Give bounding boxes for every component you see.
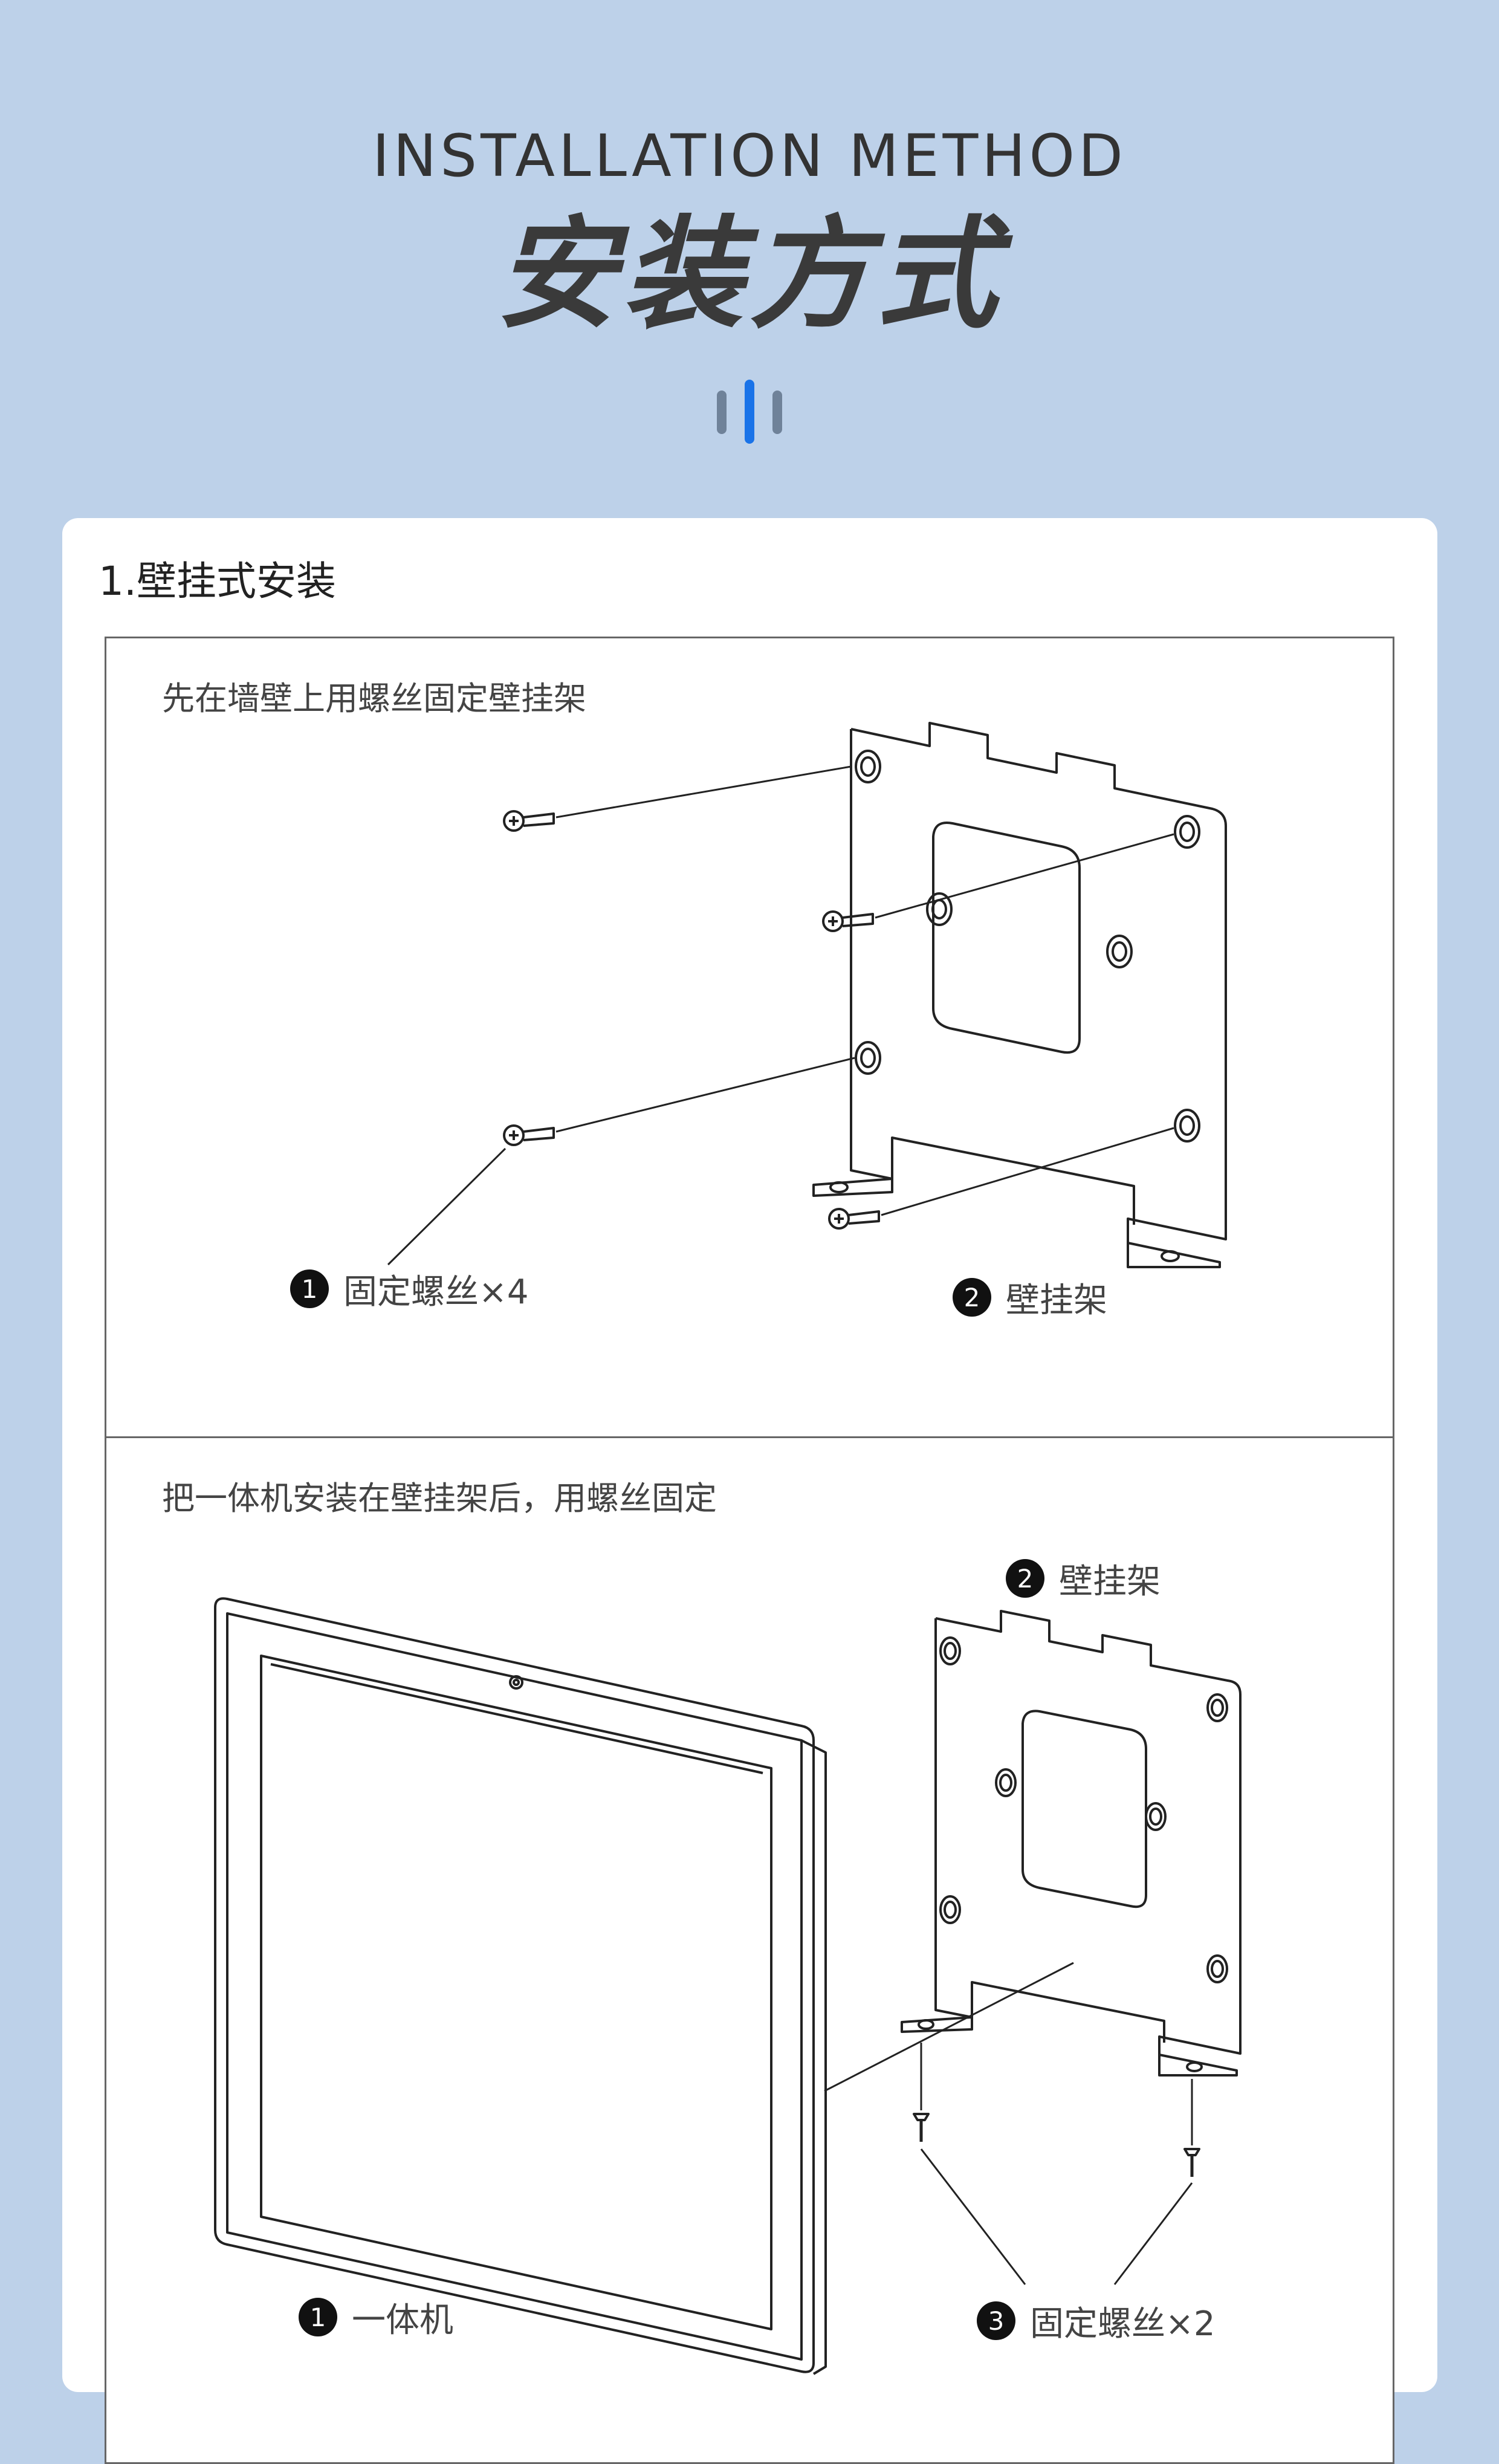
bracket-label: 2 壁挂架 [1006,1554,1161,1603]
screw-icon [913,2113,930,2142]
section-title: 1.壁挂式安装 [99,558,336,605]
header-title-cn: 安装方式 [495,204,1003,345]
step-1-text: 先在墙壁上用螺丝固定壁挂架 [162,679,586,718]
label-text: 一体机 [352,2300,453,2340]
label-text: 壁挂架 [1006,1280,1107,1320]
label-text: 固定螺丝×2 [1030,2304,1216,2344]
number-badge: 1 [290,1269,329,1308]
wall-bracket-icon [901,1610,1242,2077]
header-title-en: INSTALLATION METHOD [372,122,1127,190]
triple-bar-icon [717,380,782,444]
step-panel-2: 把一体机安装在壁挂架后，用螺丝固定 [105,1436,1394,2464]
screw-icon [822,910,874,932]
number-badge: 2 [953,1278,991,1317]
number-badge: 2 [1006,1559,1044,1598]
screw-label: 1 固定螺丝×4 [290,1265,529,1313]
screw-icon [828,1208,880,1230]
bracket-label: 2 壁挂架 [953,1273,1107,1321]
wall-bracket-icon [812,722,1227,1268]
all-in-one-device-icon [214,1597,827,2375]
fixing-screw-label: 3 固定螺丝×2 [977,2297,1216,2345]
screw-icon [1183,2148,1200,2177]
number-badge: 3 [977,2301,1015,2340]
step-1-diagram [387,722,1227,1268]
installation-card: 1.壁挂式安装 先在墙壁上用螺丝固定壁挂架 [62,518,1437,2464]
label-text: 壁挂架 [1059,1561,1161,1601]
number-badge: 1 [299,2298,337,2336]
screw-icon [503,810,555,832]
step-2-text: 把一体机安装在壁挂架后，用螺丝固定 [162,1479,717,1517]
screw-icon [503,1124,555,1146]
device-label: 1 一体机 [299,2293,453,2341]
step-panel-1: 先在墙壁上用螺丝固定壁挂架 [105,637,1394,1438]
label-text: 固定螺丝×4 [343,1272,529,1312]
